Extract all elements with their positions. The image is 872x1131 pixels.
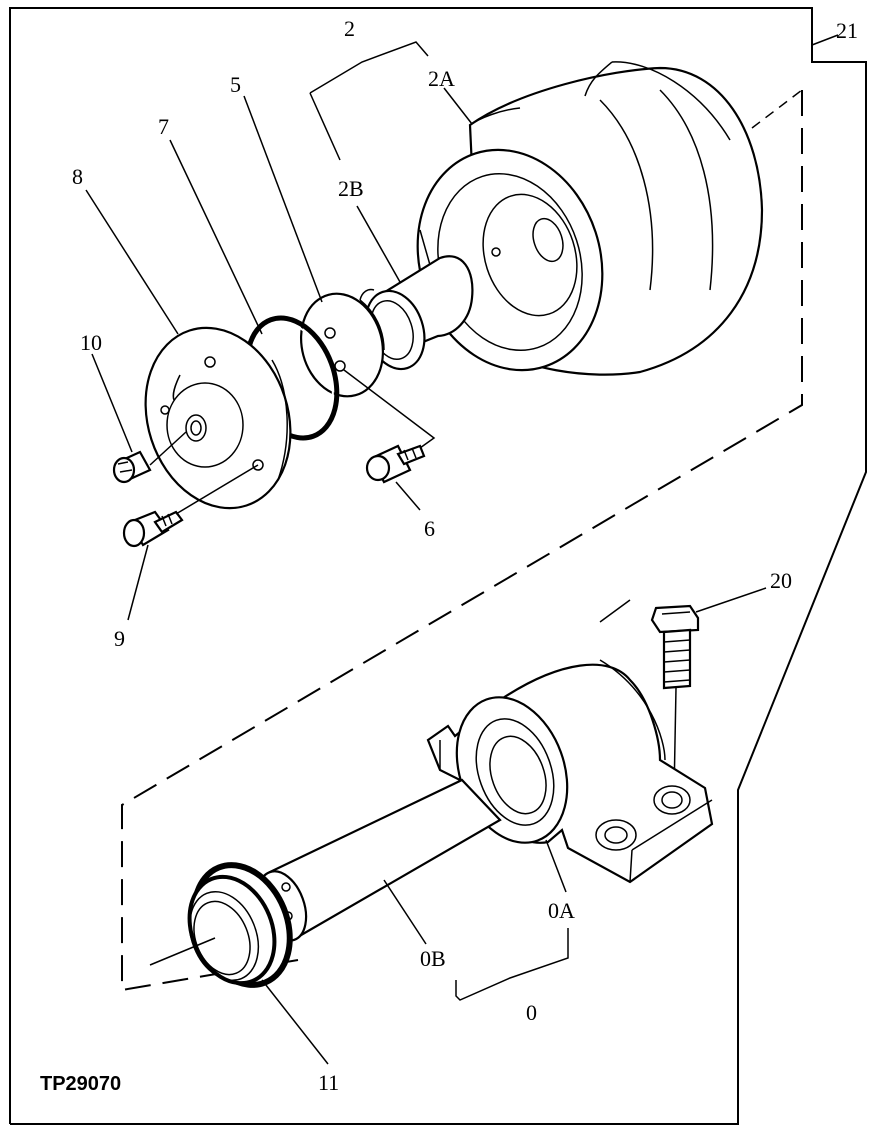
leader-lines [85, 41, 767, 1065]
callout-0: 0 [526, 1000, 537, 1025]
plug-10 [112, 431, 187, 484]
callout-2b: 2B [338, 176, 364, 201]
callout-6: 6 [424, 516, 435, 541]
dashed-assembly-outline [121, 89, 803, 992]
callout-0b: 0B [420, 946, 446, 971]
cover-8 [144, 326, 292, 510]
callout-2a: 2A [428, 66, 455, 91]
callout-8: 8 [72, 164, 83, 189]
callout-0a: 0A [548, 898, 575, 923]
callout-10: 10 [80, 330, 102, 355]
screw-6 [343, 369, 436, 484]
callout-5: 5 [230, 72, 241, 97]
figure-id: TP29070 [40, 1073, 121, 1095]
callout-7: 7 [158, 114, 169, 139]
callout-20: 20 [770, 568, 792, 593]
bolt-9 [122, 464, 259, 548]
bolt-20 [650, 604, 700, 796]
plate-5 [299, 292, 385, 398]
callout-21: 21 [836, 18, 858, 43]
frame-border [9, 7, 867, 1125]
callout-2: 2 [344, 16, 355, 41]
seal-11 [149, 862, 293, 988]
callout-11: 11 [318, 1070, 339, 1095]
leader-21 [811, 34, 839, 46]
roller-2a [416, 61, 764, 376]
callout-9: 9 [114, 626, 125, 651]
